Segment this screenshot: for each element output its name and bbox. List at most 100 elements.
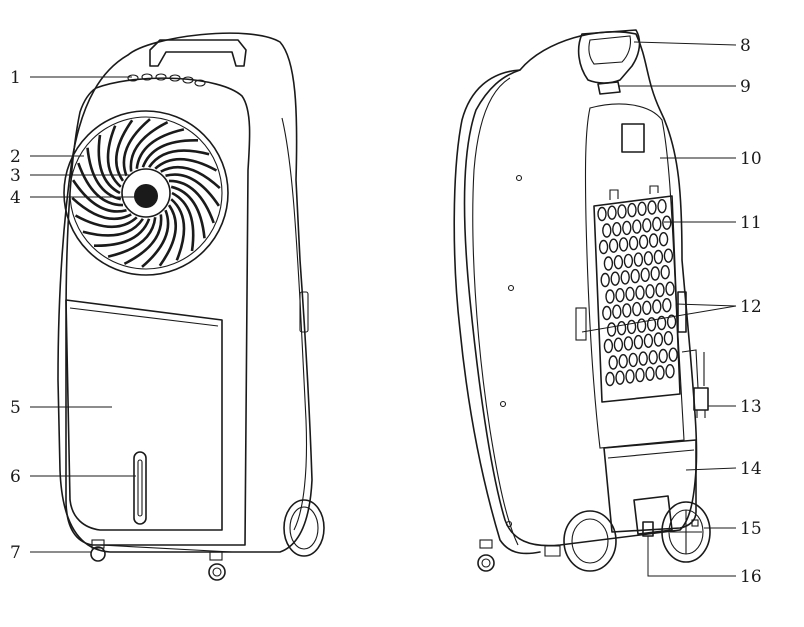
caster-wheel [208,563,226,581]
fan-blade [86,147,122,201]
filter-hole [616,321,627,336]
filter-hole [602,223,612,238]
fan-blade [129,121,169,172]
back-panel [584,103,685,449]
screw [499,400,507,408]
filter-hole [656,315,667,331]
leader-12b [581,305,737,333]
filter-hole [627,202,637,218]
rear-clip [677,291,687,333]
label-6: 6 [10,467,21,487]
filter-hole [633,252,644,267]
filter-hole [663,248,674,263]
filter-hole [640,267,650,282]
fan-center-cap [134,184,158,208]
fan-blade [77,162,124,207]
filter-hole [638,351,648,366]
water-tank-panel [65,299,223,531]
fan-blade [115,119,134,182]
control-button [182,76,194,84]
fan-blade [170,198,186,261]
screw [507,284,515,292]
filter-hole [635,367,645,383]
filter-hole [628,235,639,251]
filter-hole [623,253,634,269]
filter-hole [646,317,657,332]
label-13: 13 [740,397,762,417]
filter-hole [617,204,627,219]
caster-wheel [90,546,106,562]
control-button [155,73,167,81]
caster-back [477,539,495,572]
filter-hole [608,238,619,253]
caster-front-mid [208,551,226,581]
fan-blade [171,191,195,252]
filter-holes [597,198,678,387]
filter-hole [608,355,618,370]
knob [597,81,621,95]
filter-hole [620,270,630,285]
label-4: 4 [10,188,21,208]
back-body [463,31,698,547]
filter-hole [666,314,677,329]
control-button [141,73,153,81]
filter-hole [600,272,610,288]
filter-hole [626,319,637,335]
filter-hole [625,369,635,384]
caster-front-left [90,539,106,562]
filter-hole [652,216,662,232]
fan-blade [135,128,185,169]
wheel-inner [289,506,319,550]
filter-hole [612,304,622,319]
fan-blade [97,134,121,195]
filter-hole [615,370,625,385]
filter-hole [643,333,654,348]
control-panel [127,73,206,87]
front-side-panel [281,117,308,531]
filter-hole [637,201,647,217]
filter-hole [650,266,660,281]
filter-hole [642,300,652,315]
filter-hole [603,338,614,354]
fan-blade [107,217,157,258]
fan-ring-outer [63,110,229,276]
filter-hole [668,347,678,362]
front-panel [65,77,251,546]
fan-blade [106,125,122,188]
tank-rim [607,449,695,459]
label-12: 12 [740,297,762,317]
control-button [127,74,139,82]
filter-hole [603,256,614,271]
fan-grille [63,110,229,276]
fan-blade [122,118,151,177]
filter-hole [648,350,658,365]
filter-hole [658,231,669,247]
filter-hole [618,237,629,252]
filter-hole [625,286,635,302]
fan-ring-inner [69,116,223,270]
back-foot [544,545,561,557]
label-2: 2 [10,147,21,167]
filter-hole [636,318,647,333]
filter-hole [658,348,668,364]
label-11: 11 [740,213,762,233]
filter-hole [662,298,672,313]
filter-hole [623,336,634,351]
side-clip [575,307,587,341]
fan-blades [71,118,221,268]
label-15: 15 [740,519,762,539]
back-wheel-left [563,510,617,572]
fan-blade [82,218,144,237]
filter-hole [655,365,665,380]
leader-8 [633,41,737,46]
filter-hole [618,354,628,369]
label-7: 7 [10,543,21,563]
back-side-seam [472,77,519,546]
control-button [194,79,206,87]
filter-hole [665,281,675,296]
fan-blade [165,173,220,207]
rear-label-square [621,123,645,153]
filter-hole [597,206,607,222]
filter-hole [607,205,617,220]
